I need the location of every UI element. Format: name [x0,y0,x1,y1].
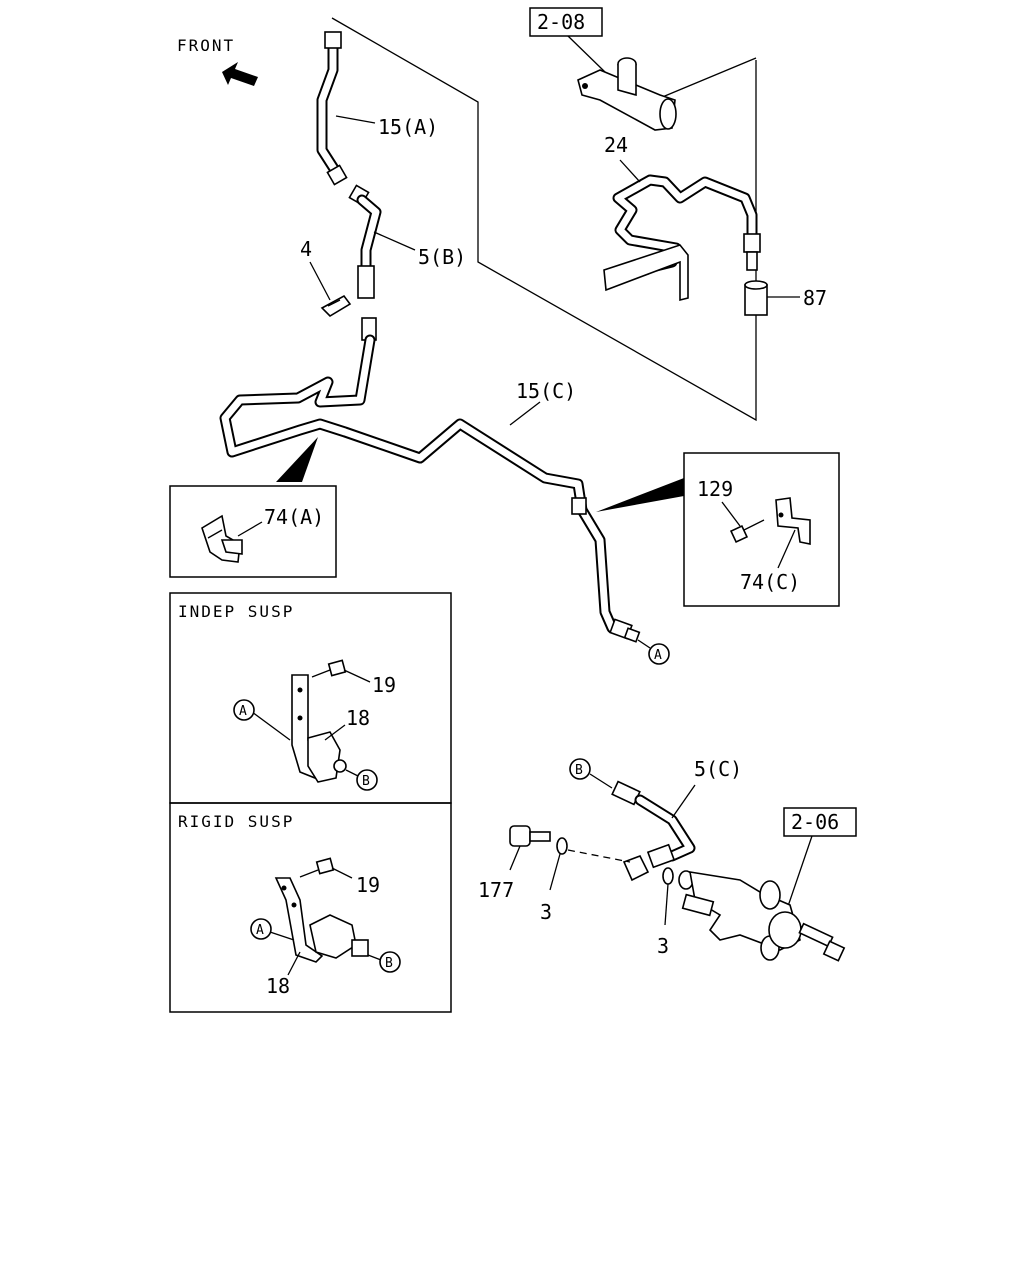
ref-box-2-06 [783,807,857,837]
leader-15c [509,401,541,426]
leader-2-06 [784,835,813,916]
indep-callout-19: 19 [372,673,396,697]
connector-a-marker [648,643,670,665]
assembly-frame [331,17,757,422]
rigid-valve [309,914,369,959]
leader-hose-end-b [589,773,613,789]
callout-2-08: 2-08 [537,10,585,34]
leader-5c [671,784,696,819]
leader-74a [237,521,263,537]
rigid-conn-a-marker [250,918,272,940]
washer-3-right [662,867,674,885]
indep-callout-18: 18 [346,706,370,730]
hose-end-b-marker [569,758,591,780]
indep-conn-a: A [239,704,247,719]
rigid-conn-a: A [256,923,264,938]
leader-3-right [664,883,669,926]
detail-pointer-74c [596,478,684,512]
leader-rigid-a [269,931,295,941]
leader-3-left [549,853,561,891]
hose-5b [348,184,382,299]
rigid-callout-19: 19 [356,873,380,897]
fitting-line [567,849,631,863]
rigid-susp-title: RIGID SUSP [178,812,294,831]
bracket-plate [603,244,689,302]
bolt-129 [729,519,765,544]
rigid-bolt-19 [299,857,335,878]
leader-rigid-18 [287,951,301,976]
leader-indep-19 [343,669,371,683]
leader-4 [309,261,331,301]
callout-5c: 5(C) [694,757,742,781]
callout-177: 177 [478,878,514,902]
callout-3-right: 3 [657,934,669,958]
indep-conn-a-marker [233,699,255,721]
leader-indep-18 [324,724,346,741]
leader-pipe-end-a [637,639,651,649]
clip-74c [775,497,811,545]
union-87 [744,280,768,316]
leader-rigid-b [367,954,382,961]
leader-indep-a [251,711,291,741]
callout-5b: 5(B) [418,245,466,269]
slave-cylinder [678,870,846,962]
hose-end-b-label: B [575,763,583,778]
leader-129 [721,501,741,527]
callout-87: 87 [803,286,827,310]
ref-box-2-08 [529,7,603,37]
callout-2-06: 2-06 [791,810,839,834]
front-arrow-icon [222,62,258,86]
pipe-15c [219,317,641,643]
indep-conn-b: B [362,774,370,789]
rigid-conn-b-marker [379,951,401,973]
indep-bolt-19 [311,659,347,678]
indep-conn-b-marker [356,769,378,791]
callout-4: 4 [300,237,312,261]
master-cylinder [577,57,677,131]
detail-box-74a [169,485,337,578]
callout-129: 129 [697,477,733,501]
washer-3-left [556,837,568,855]
leader-5b [373,231,416,251]
leader-24 [619,159,641,183]
leader-74c [777,529,796,569]
callout-74c: 74(C) [740,570,800,594]
callout-3-left: 3 [540,900,552,924]
leader-2-08 [567,35,606,73]
leader-177 [509,845,521,871]
pipe-15a [316,31,348,186]
leader-15a [335,115,376,124]
callout-24: 24 [604,133,628,157]
rigid-callout-18: 18 [266,974,290,998]
rigid-conn-b: B [385,956,393,971]
rigid-susp-box [169,802,452,1013]
hose-5c [611,780,696,882]
bolt-177 [509,825,551,847]
callout-15a: 15(A) [378,115,438,139]
detail-pointer-74a [276,437,318,482]
pipe-end-a-label: A [654,648,662,663]
front-label: FRONT [177,36,235,55]
clip-4 [320,294,352,318]
indep-susp-title: INDEP SUSP [178,602,294,621]
leader-rigid-19 [331,867,353,879]
leader-indep-b [345,769,359,777]
rigid-bracket [274,877,324,963]
detail-box-74c [683,452,840,607]
callout-74a: 74(A) [264,505,324,529]
callout-15c: 15(C) [516,379,576,403]
indep-valve [307,731,347,783]
clip-74a [201,514,243,563]
